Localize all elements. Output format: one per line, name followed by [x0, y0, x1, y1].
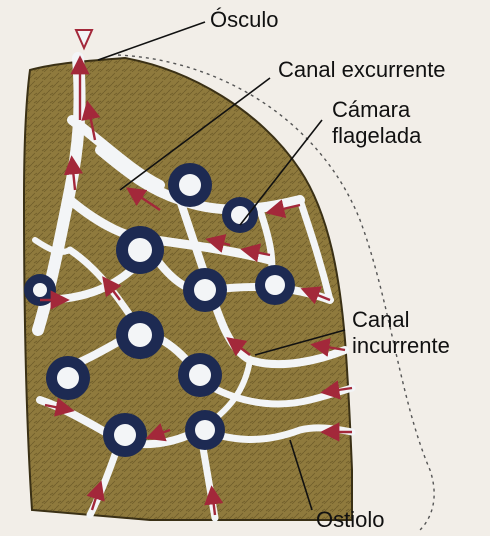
- osculum-outflow-arrow: [76, 30, 92, 48]
- label-camara-flagelada-line1: Cámara: [332, 98, 410, 122]
- chamber-8: [46, 356, 90, 400]
- chamber-5: [255, 265, 295, 305]
- label-osculo: Ósculo: [210, 8, 278, 32]
- label-canal-incurrente-line1: Canal: [352, 308, 409, 332]
- label-camara-flagelada-line2: flagelada: [332, 124, 421, 148]
- chamber-2: [116, 226, 164, 274]
- chamber-6: [116, 311, 164, 359]
- chamber-7: [178, 353, 222, 397]
- label-ostiolo: Ostiolo: [316, 508, 384, 532]
- label-canal-incurrente-line2: incurrente: [352, 334, 450, 358]
- label-canal-excurrente: Canal excurrente: [278, 58, 446, 82]
- leader-osculo: [98, 22, 205, 60]
- chamber-1: [168, 163, 212, 207]
- chamber-10: [185, 410, 225, 450]
- chamber-4: [183, 268, 227, 312]
- chamber-3: [222, 197, 258, 233]
- chamber-9: [103, 413, 147, 457]
